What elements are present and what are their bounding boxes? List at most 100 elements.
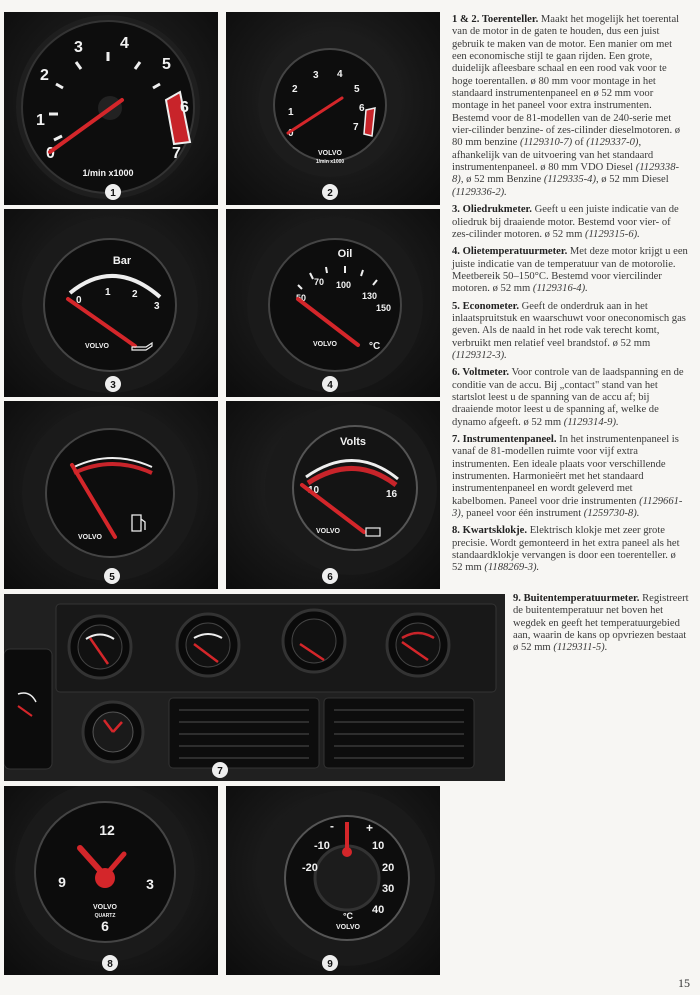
item-text: Registreert de buitentemperatuur net bov…: [513, 593, 689, 654]
photo-outside-temperature-gauge: - + -20 -10 10 20 30 40 °C VOLVO 9: [226, 786, 440, 975]
brand-label: VOLVO: [316, 528, 341, 535]
part-number: (1129311-5).: [553, 642, 608, 654]
part-number: (1259730-8).: [583, 508, 640, 520]
part-number: (1129336-2).: [452, 186, 507, 198]
gauge-title: Oil: [338, 248, 353, 260]
scale-label: -20: [302, 862, 318, 874]
scale-label: 2: [40, 67, 49, 84]
scale-label: 10: [308, 485, 320, 496]
scale-label: 1: [105, 287, 111, 298]
scale-label: 6: [359, 103, 365, 114]
scale-arc: [305, 459, 399, 481]
scale-label: 4: [120, 35, 129, 52]
item-title: 8. Kwartsklokje.: [452, 525, 528, 537]
item-title: 4. Olietemperatuurmeter.: [452, 246, 568, 258]
photo-oil-temperature-gauge: Oil 50 70 100 130 150 VOLVO °C 4: [226, 209, 440, 397]
tick-marks: [49, 52, 161, 142]
scale-label: +: [366, 821, 373, 835]
unit-label: 1/min x1000: [82, 168, 133, 178]
item-description: 9. Buitentemperatuurmeter. Registreert d…: [513, 593, 689, 655]
clock-numeral: 12: [99, 822, 115, 838]
needle: [48, 98, 124, 154]
brand-label: VOLVO: [313, 341, 338, 348]
brand-label: VOLVO: [78, 534, 103, 541]
item-text: , ø 52 mm Diesel: [595, 174, 669, 186]
scale-label: 130: [362, 291, 377, 301]
item-title: 9. Buitentemperatuurmeter.: [513, 593, 640, 604]
brand-label: VOLVO: [318, 150, 343, 157]
photo-tachometer-80mm: 0 1 2 3 4 5 6 7 1/min x1000 1: [4, 12, 218, 205]
scale-label: 0: [288, 128, 294, 139]
scale-arc: [68, 273, 162, 299]
scale-label: 3: [313, 70, 319, 81]
scale-arc-red: [306, 466, 398, 487]
part-number: (1129316-4).: [532, 283, 588, 295]
photo-tachometer-52mm: 0 1 2 3 4 5 6 7 VOLVO 1/min x1000 2: [226, 12, 440, 205]
scale-label: 70: [314, 277, 324, 287]
scale-label: 6: [180, 99, 189, 116]
needle: [296, 297, 360, 347]
figure-number-badge: 2: [327, 188, 333, 199]
item-text: Maakt het mogelijk het toerental van de …: [452, 14, 681, 149]
item-text: Voor controle van de laadspanning en de …: [452, 367, 684, 428]
scale-label: 2: [132, 289, 138, 300]
brand-label: VOLVO: [336, 924, 361, 931]
needle: [70, 463, 117, 539]
item-text: In het instrumentenpaneel is vanaf de 81…: [452, 434, 679, 507]
quartz-label: QUARTZ: [95, 913, 116, 919]
scale-label: 20: [382, 862, 394, 874]
item-text: , afhankelijk van de uitvoering van het …: [452, 137, 654, 174]
scale-label: 150: [376, 303, 391, 313]
part-number: (1188269-3).: [484, 562, 540, 574]
scale-arc-red: [73, 462, 153, 475]
needle: [286, 96, 344, 135]
figure-number-badge: 4: [327, 380, 333, 391]
photo-instrument-panel: 7: [4, 594, 505, 781]
photo-econometer: VOLVO 5: [4, 401, 218, 589]
item-text: Elektrisch klokje met zeer grote precisi…: [452, 525, 680, 574]
scale-label: 30: [382, 883, 394, 895]
scale-label: 10: [372, 840, 384, 852]
fuel-pump-icon: [131, 514, 146, 532]
photo-voltmeter: Volts 10 16 VOLVO 6: [226, 401, 440, 589]
scale-label: 4: [337, 69, 343, 80]
unit-label: °C: [369, 341, 380, 352]
item-description: 7. Instrumentenpaneel. In het instrument…: [452, 434, 689, 520]
part-number: (1129335-4): [543, 174, 596, 186]
part-number: (1129310-7): [519, 137, 573, 149]
figure-number-badge: 7: [217, 766, 223, 777]
item-title: 6. Voltmeter.: [452, 367, 509, 379]
item-title: 5. Econometer.: [452, 300, 519, 312]
item-text: Geeft de onderdruk aan in het inlaatspru…: [452, 300, 686, 349]
figure-number-badge: 8: [107, 959, 113, 970]
figure-number-badge: 9: [327, 959, 333, 970]
item-description: 8. Kwartsklokje. Elektrisch klokje met z…: [452, 525, 689, 574]
part-number: (1129337-0): [586, 137, 639, 149]
oil-can-icon: [131, 341, 153, 351]
figure-number-badge: 1: [110, 188, 116, 199]
scale-label: 5: [354, 84, 360, 95]
scale-label: -10: [314, 840, 330, 852]
scale-label: 7: [172, 145, 181, 162]
scale-label: 2: [292, 84, 298, 95]
item-text: , paneel voor één instrument: [460, 508, 584, 520]
description-column: 1 & 2. Toerenteller. Maakt het mogelijk …: [452, 14, 689, 580]
item-text: Met deze motor krijgt u een juiste indic…: [452, 246, 688, 295]
item-description: 3. Oliedrukmeter. Geeft u een juiste ind…: [452, 204, 689, 241]
scale-arc: [73, 457, 153, 468]
item-description: 5. Econometer. Geeft de onderdruk aan in…: [452, 301, 689, 363]
scale-label: 100: [336, 280, 351, 290]
battery-icon: [365, 527, 381, 537]
scale-label: 1: [36, 112, 45, 129]
figure-number-badge: 3: [110, 380, 116, 391]
scale-label: 3: [154, 301, 160, 312]
clock-numeral: 6: [101, 918, 109, 934]
red-zone: [363, 107, 376, 137]
needle: [66, 297, 137, 348]
scale-label: 1: [288, 107, 294, 118]
scale-label: 3: [74, 39, 83, 56]
photo-oil-pressure-gauge: Bar 0 1 2 3 VOLVO 3: [4, 209, 218, 397]
brand-label: VOLVO: [93, 904, 118, 911]
scale-label: 50: [296, 293, 306, 303]
item-text: of: [572, 137, 587, 149]
